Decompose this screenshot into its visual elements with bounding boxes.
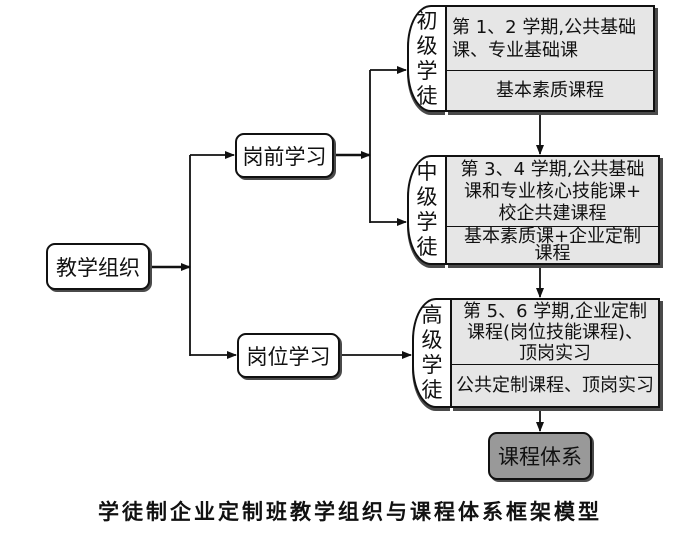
stage-course-panel: 第 3、4 学期,公共基础 课和专业核心技能课+ 校企共建课程 基本素质课+企业… bbox=[445, 155, 660, 265]
stage-level-label: 初级学徒 bbox=[416, 8, 438, 108]
stage-level-label: 高级学徒 bbox=[421, 303, 443, 402]
teaching-organization-label: 教学组织 bbox=[56, 255, 140, 280]
course-line: 课、专业基础课 bbox=[452, 39, 578, 61]
pre-job-learning-label: 岗前学习 bbox=[242, 144, 327, 169]
stage-course-panel: 第 5、6 学期,企业定制 课程(岗位技能课程)、 顶岗实习 公共定制课程、顶岗… bbox=[450, 298, 660, 408]
stage-junior-apprentice: 初级学徒 第 1、2 学期,公共基础 课、专业基础课 基本素质课程 bbox=[407, 5, 655, 112]
stage-semester-courses: 第 5、6 学期,企业定制 课程(岗位技能课程)、 顶岗实习 bbox=[452, 300, 658, 364]
figure-caption: 学徒制企业定制班教学组织与课程体系框架模型 bbox=[98, 500, 602, 524]
teaching-organization-box: 教学组织 bbox=[46, 243, 150, 290]
course-line: 基本素质课程 bbox=[496, 79, 604, 101]
stage-level-badge: 高级学徒 bbox=[412, 298, 450, 408]
stage-senior-apprentice: 高级学徒 第 5、6 学期,企业定制 课程(岗位技能课程)、 顶岗实习 公共定制… bbox=[412, 298, 660, 408]
stage-level-label: 中级学徒 bbox=[416, 160, 438, 259]
course-line: 校企共建课程 bbox=[498, 202, 607, 224]
course-line: 第 5、6 学期,企业定制 bbox=[462, 300, 648, 322]
course-line: 顶岗实习 bbox=[519, 342, 591, 364]
course-line: 公共定制课程、顶岗实习 bbox=[456, 374, 654, 396]
course-line: 课程 bbox=[534, 243, 571, 264]
course-line: 基本素质课+企业定制 bbox=[463, 225, 642, 247]
stage-semester-courses: 第 3、4 学期,公共基础 课和专业核心技能课+ 校企共建课程 bbox=[447, 157, 658, 226]
curriculum-system-label: 课程体系 bbox=[498, 445, 582, 469]
course-line: 第 3、4 学期,公共基础 bbox=[460, 158, 645, 180]
curriculum-system-box: 课程体系 bbox=[488, 432, 592, 480]
stage-basic-courses: 基本素质课程 bbox=[447, 70, 653, 110]
pre-job-learning-box: 岗前学习 bbox=[235, 133, 334, 178]
course-line: 课和专业核心技能课+ bbox=[463, 180, 642, 202]
stage-basic-courses: 基本素质课+企业定制 课程 bbox=[447, 226, 658, 263]
stage-level-badge: 中级学徒 bbox=[407, 155, 445, 265]
stage-intermediate-apprentice: 中级学徒 第 3、4 学期,公共基础 课和专业核心技能课+ 校企共建课程 基本素… bbox=[407, 155, 660, 265]
course-line: 第 1、2 学期,公共基础 bbox=[452, 16, 637, 38]
on-job-learning-label: 岗位学习 bbox=[246, 344, 331, 369]
on-job-learning-box: 岗位学习 bbox=[237, 333, 340, 378]
stage-basic-courses: 公共定制课程、顶岗实习 bbox=[452, 364, 658, 406]
stage-level-badge: 初级学徒 bbox=[407, 5, 445, 112]
course-line: 课程(岗位技能课程)、 bbox=[466, 321, 644, 343]
stage-semester-courses: 第 1、2 学期,公共基础 课、专业基础课 bbox=[447, 7, 653, 70]
stage-course-panel: 第 1、2 学期,公共基础 课、专业基础课 基本素质课程 bbox=[445, 5, 655, 112]
